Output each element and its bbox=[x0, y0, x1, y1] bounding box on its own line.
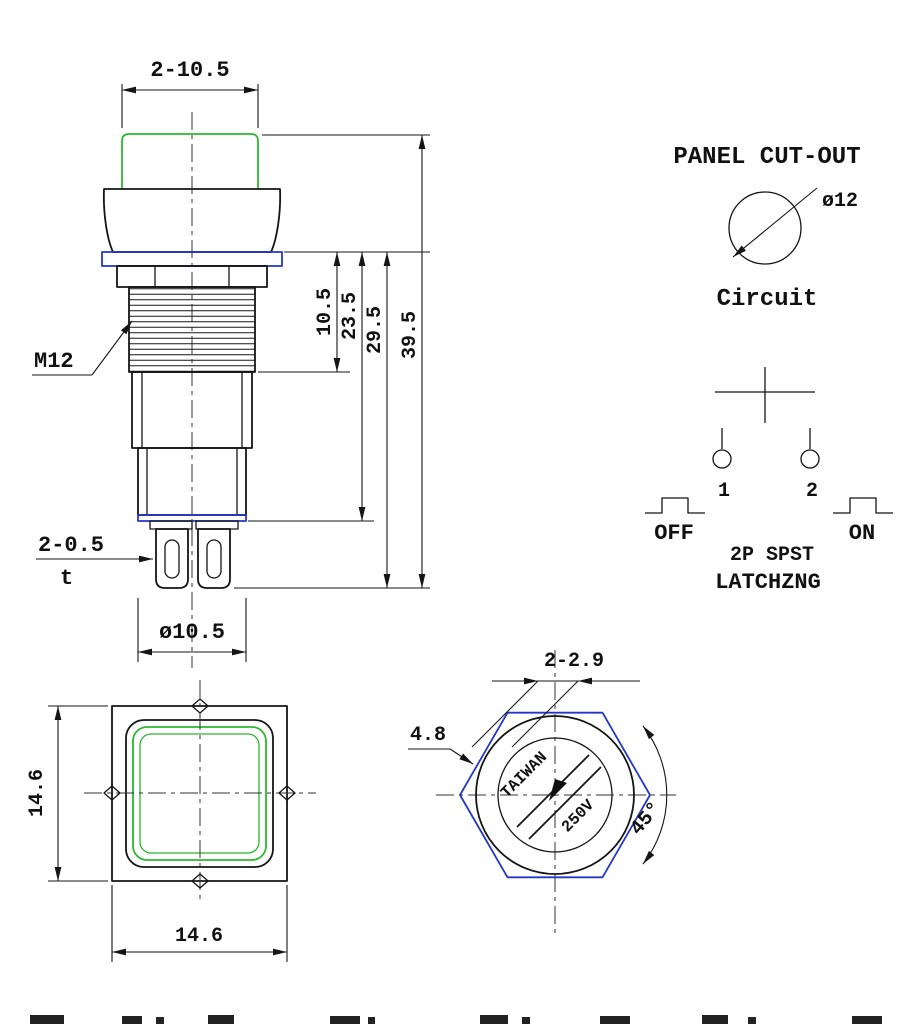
terminal-spec-label: 2-0.5 bbox=[38, 533, 104, 558]
terminal-thickness-symbol: t bbox=[60, 566, 73, 591]
dim-to-base-length: 23.5 bbox=[339, 292, 362, 340]
diameter-leader-line bbox=[732, 187, 818, 258]
off-position-symbol bbox=[645, 497, 705, 514]
thread-hatching bbox=[129, 287, 255, 372]
inner-face-circle bbox=[497, 737, 613, 853]
slanted-extension-line bbox=[471, 680, 539, 748]
slanted-extension-line bbox=[511, 680, 579, 748]
marking-voltage: 250V bbox=[558, 796, 598, 836]
dim-thread-length: 10.5 bbox=[314, 288, 337, 336]
base-plate bbox=[137, 514, 247, 522]
terminal-left bbox=[155, 528, 189, 589]
on-position-symbol bbox=[833, 497, 893, 514]
thread-size-label: M12 bbox=[34, 349, 74, 374]
hex-nut-outline bbox=[459, 711, 651, 879]
side-view-dimensions: 2-10.5 10.5 23.5 29.5 39.5 M12 2-0.5 t ø… bbox=[32, 58, 430, 662]
dim-total-length: 39.5 bbox=[399, 311, 422, 359]
edge-mark-diamond bbox=[191, 698, 209, 714]
poles-label: 2P SPST bbox=[730, 544, 814, 567]
edge-mark-diamond bbox=[191, 873, 209, 889]
edge-mark-diamond bbox=[278, 785, 296, 801]
dim-slot-depth: 4.8 bbox=[410, 724, 446, 747]
dim-front-height: 14.6 bbox=[26, 769, 49, 817]
dim-top-width: 2-10.5 bbox=[150, 58, 229, 83]
dim-slot-width: 2-2.9 bbox=[544, 650, 604, 673]
terminal-right-slot bbox=[206, 539, 222, 579]
terminal-left-slot bbox=[164, 539, 180, 579]
panel-cutout-title: PANEL CUT-OUT bbox=[673, 144, 860, 171]
circuit-title: Circuit bbox=[717, 286, 818, 313]
terminal-right bbox=[197, 528, 231, 589]
dim-to-terminal-length: 29.5 bbox=[364, 306, 387, 354]
contact-terminal-2 bbox=[800, 449, 820, 469]
button-cap bbox=[121, 133, 259, 189]
angle-dimension-arc bbox=[642, 725, 668, 865]
panel-cutout-view: PANEL CUT-OUT ø12 bbox=[673, 144, 861, 265]
leader-line bbox=[449, 748, 474, 765]
front-view: 14.6 14.6 bbox=[26, 680, 316, 962]
dim-tip-diameter: ø10.5 bbox=[159, 620, 225, 645]
direction-arrow-mark bbox=[549, 779, 567, 801]
terminal-1-label: 1 bbox=[718, 480, 730, 503]
actuation-slot-line bbox=[528, 766, 602, 840]
marking-taiwan: TAIWAN bbox=[497, 748, 550, 801]
outer-bezel-circle bbox=[475, 715, 635, 875]
leader-line bbox=[91, 320, 133, 376]
dim-front-width: 14.6 bbox=[175, 925, 223, 948]
on-label: ON bbox=[849, 521, 875, 546]
terminal-2-label: 2 bbox=[806, 480, 818, 503]
terminal-shoulder bbox=[149, 520, 193, 530]
off-label: OFF bbox=[654, 521, 694, 546]
cropped-bottom-row bbox=[30, 1015, 882, 1024]
terminal-shoulder bbox=[195, 520, 239, 530]
circuit-diagram: Circuit 1 2 OFF ON 2P SPST LATCHZNG bbox=[645, 286, 893, 595]
action-label: LATCHZNG bbox=[715, 570, 821, 595]
dim-angle: 45° bbox=[626, 798, 667, 840]
contact-terminal-1 bbox=[712, 449, 732, 469]
edge-mark-diamond bbox=[103, 785, 121, 801]
side-view bbox=[101, 112, 283, 668]
cutout-hole-diameter: ø12 bbox=[822, 190, 858, 213]
hex-view: TAIWAN 250V 2-2.9 4.8 45° bbox=[408, 650, 676, 938]
cutout-hole-circle bbox=[728, 191, 802, 265]
